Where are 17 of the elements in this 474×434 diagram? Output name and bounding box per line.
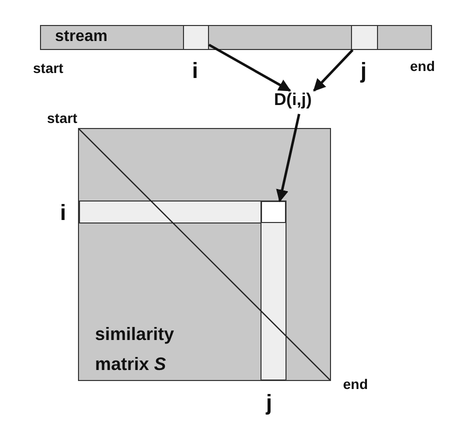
end-marker: end [410, 58, 435, 74]
end-marker: start [33, 60, 64, 76]
end-marker: end [343, 376, 368, 392]
index-label: j [360, 58, 367, 84]
stream-segment [351, 25, 378, 50]
end-marker: start [47, 110, 78, 126]
stream-bar [40, 25, 432, 50]
stream-segment [183, 25, 209, 50]
index-label: i [192, 58, 198, 84]
index-label: j [266, 390, 272, 416]
stream-label: stream [55, 28, 108, 46]
arrow [208, 44, 292, 92]
distance-text: D(i,j) [274, 90, 312, 110]
arrow [313, 49, 354, 92]
index-label: i [60, 200, 66, 226]
matrix-label: similarity matrix S [95, 323, 176, 376]
matrix-cell [261, 201, 286, 223]
